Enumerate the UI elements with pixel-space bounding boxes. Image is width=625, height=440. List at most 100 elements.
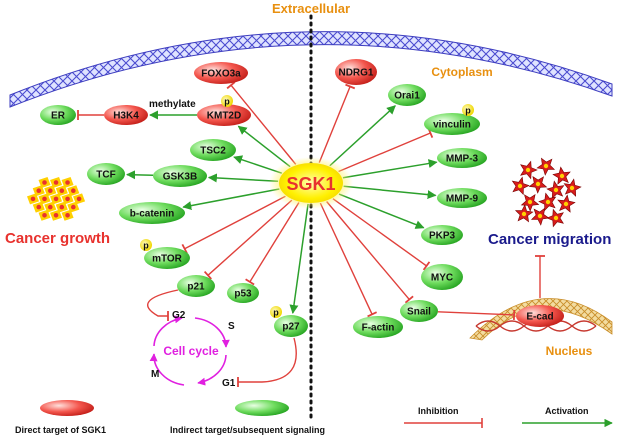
node-snail-shape (400, 300, 438, 322)
edge-sgk1-p21-bar (203, 270, 212, 280)
node-ndrg1: NDRG1 (335, 59, 377, 85)
edge-sgk1-p21 (207, 199, 293, 276)
legend-indirect-label: Indirect target/subsequent signaling (170, 425, 325, 435)
cell-cycle-label: Cell cycle (163, 344, 219, 358)
node-ecad-label: E-cad (526, 312, 553, 323)
legend-inhibition-label: Inhibition (418, 406, 459, 416)
node-p53-label: p53 (234, 289, 252, 300)
node-orai1-label: Orai1 (394, 91, 420, 102)
migration-cell-nucleus-12 (521, 211, 527, 217)
node-mtor-phospho-badge (140, 239, 152, 251)
growth-cell-nucleus-4 (47, 188, 53, 193)
migration-cell-nucleus-11 (553, 215, 559, 221)
cancer-growth-label: Cancer growth (5, 230, 110, 247)
node-foxo3a: FOXO3a (194, 62, 248, 84)
node-bcatenin: b-catenin (119, 202, 185, 224)
node-snail-label: Snail (407, 307, 431, 318)
node-p53: p53 (227, 283, 259, 303)
phase-g1-label: G1 (222, 378, 236, 389)
legend-indirect-swatch (235, 400, 289, 416)
node-vinculin-phospho-label: p (465, 106, 471, 116)
node-er-shape (40, 105, 76, 125)
node-mmp9: MMP-9 (437, 188, 487, 208)
node-mtor-label: mTOR (152, 254, 183, 265)
node-kmt2d: KMT2D p (197, 95, 251, 126)
edge-sgk1-foxo3a-bar (226, 81, 236, 90)
migration-cell-nucleus-2 (559, 173, 565, 179)
cancer-migration-cells-icon (511, 157, 582, 228)
migration-cell-nucleus-9 (563, 201, 569, 207)
edge-sgk1-orai1 (329, 105, 396, 167)
node-bcatenin-label: b-catenin (130, 209, 174, 220)
node-factin: F-actin (353, 316, 403, 338)
growth-cell-nucleus-12 (36, 204, 42, 210)
growth-cell-nucleus-10 (65, 196, 70, 202)
node-p53-shape (227, 283, 259, 303)
node-factin-shape (353, 316, 403, 338)
node-ndrg1-label: NDRG1 (338, 68, 373, 79)
node-myc-label: MYC (431, 273, 453, 284)
migration-cell-nucleus-8 (545, 199, 551, 205)
legend: Direct target of SGK1 Indirect target/su… (15, 400, 613, 435)
growth-cell-nucleus-3 (36, 188, 42, 193)
edge-sgk1-ndrg1-bar (345, 83, 356, 90)
cancer-migration-label: Cancer migration (488, 231, 611, 248)
node-orai1: Orai1 (388, 84, 426, 106)
node-vinculin-phospho-badge (462, 104, 474, 116)
node-vinculin-label: vinculin (433, 120, 471, 131)
legend-activation-label: Activation (545, 406, 589, 416)
edge-sgk1-ndrg1 (318, 86, 351, 163)
node-mmp3-label: MMP-3 (446, 154, 479, 165)
legend-direct-label: Direct target of SGK1 (15, 425, 106, 435)
growth-cell-nucleus-9 (53, 196, 59, 202)
node-p27-shape (274, 315, 308, 337)
edge-sgk1-p53-bar (245, 278, 255, 286)
node-tsc2-shape (190, 139, 236, 161)
growth-cell-nucleus-0 (42, 180, 47, 185)
node-ecad-shape (516, 305, 564, 327)
node-tsc2-label: TSC2 (200, 146, 226, 157)
growth-cell-nucleus-13 (47, 204, 53, 210)
node-h3k4: H3K4 (104, 105, 148, 125)
node-tcf-label: TCF (96, 170, 115, 181)
edge-p27-g1 (238, 337, 297, 383)
node-bcatenin-shape (119, 202, 185, 224)
node-h3k4-label: H3K4 (113, 111, 139, 122)
migration-cell-nucleus-7 (527, 199, 533, 205)
node-p21-label: p21 (187, 282, 205, 293)
node-snail: Snail (400, 300, 438, 322)
node-p21-shape (177, 275, 215, 297)
node-er-label: ER (51, 111, 66, 122)
cell-membrane (9, 31, 613, 108)
node-myc-shape (421, 264, 463, 290)
node-mmp9-shape (437, 188, 487, 208)
edge-sgk1-mmp9 (343, 185, 437, 200)
node-p27-phospho-badge (270, 306, 282, 318)
phase-m-label: M (151, 369, 159, 380)
node-tcf: TCF (87, 163, 125, 185)
edge-sgk1-mmp3 (342, 159, 438, 179)
migration-cell-nucleus-4 (535, 181, 541, 187)
growth-cell-nucleus-5 (59, 188, 65, 193)
edge-sgk1-factin-bar (367, 311, 378, 318)
migration-cell-nucleus-0 (525, 167, 531, 173)
node-p27-phospho-label: p (273, 308, 279, 318)
methylate-label: methylate (149, 99, 196, 110)
node-vinculin: vinculin p (424, 104, 480, 135)
growth-cell-nucleus-17 (53, 213, 59, 218)
node-mmp9-label: MMP-9 (446, 194, 479, 205)
growth-cell-nucleus-2 (65, 180, 70, 185)
node-pkp3-shape (421, 225, 463, 245)
edge-sgk1-p53 (249, 202, 300, 283)
extracellular-label: Extracellular (272, 1, 350, 16)
node-factin-label: F-actin (362, 323, 395, 334)
node-kmt2d-label: KMT2D (207, 111, 241, 122)
migration-cell-nucleus-3 (517, 183, 523, 189)
edge-sgk1-mtor (184, 195, 286, 250)
node-mmp3-shape (437, 148, 487, 168)
node-tsc2: TSC2 (190, 139, 236, 161)
node-kmt2d-phospho-label: p (224, 97, 230, 107)
node-myc: MYC (421, 264, 463, 290)
phase-s-label: S (228, 321, 235, 332)
